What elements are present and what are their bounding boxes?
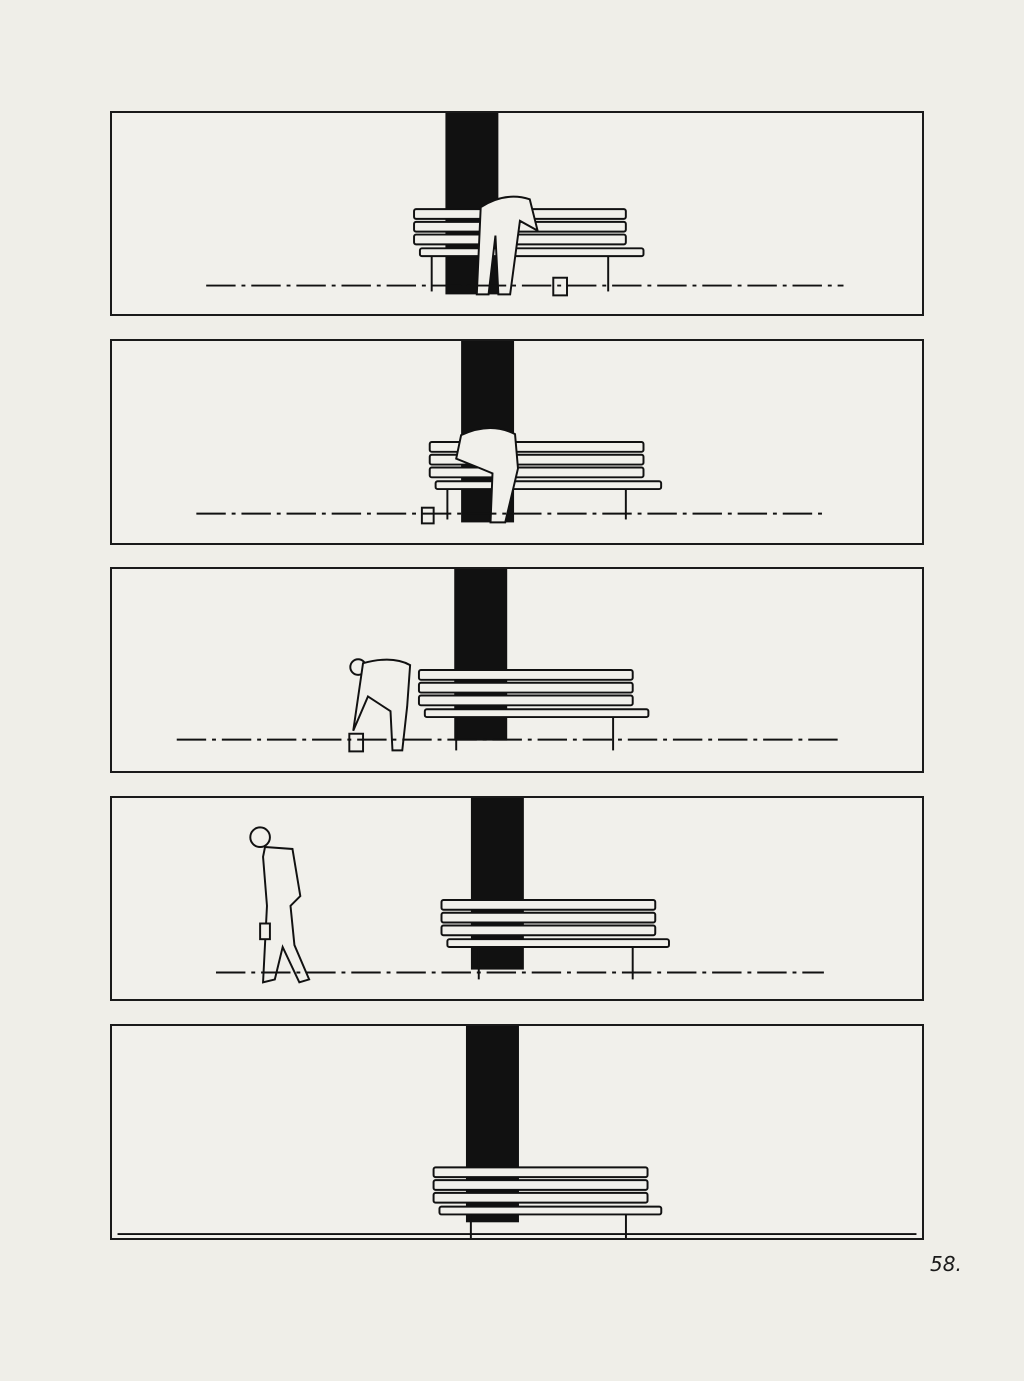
comic-panel-4 (110, 796, 924, 1001)
paint-can (420, 506, 435, 525)
man-figure (349, 658, 412, 752)
panel-3-illustration (176, 569, 844, 753)
bench (440, 898, 670, 980)
comic-panel-3 (110, 567, 924, 773)
panel-4-illustration (215, 798, 824, 984)
man-figure (249, 826, 311, 984)
paint-can (259, 922, 271, 941)
bench (417, 669, 650, 751)
comic-panel-5 (110, 1024, 924, 1240)
panel-5-illustration (117, 1026, 917, 1238)
page-number: 58. (930, 1252, 962, 1276)
comic-panel-1 (110, 111, 924, 316)
man-figure (475, 195, 540, 296)
bench (413, 208, 645, 292)
panel-1-illustration (206, 113, 844, 297)
paint-can (552, 276, 568, 297)
panel-2-illustration (196, 341, 824, 525)
comic-panel-2 (110, 339, 924, 545)
bench (432, 1166, 663, 1238)
man-figure (455, 427, 519, 524)
paint-can (348, 732, 365, 753)
